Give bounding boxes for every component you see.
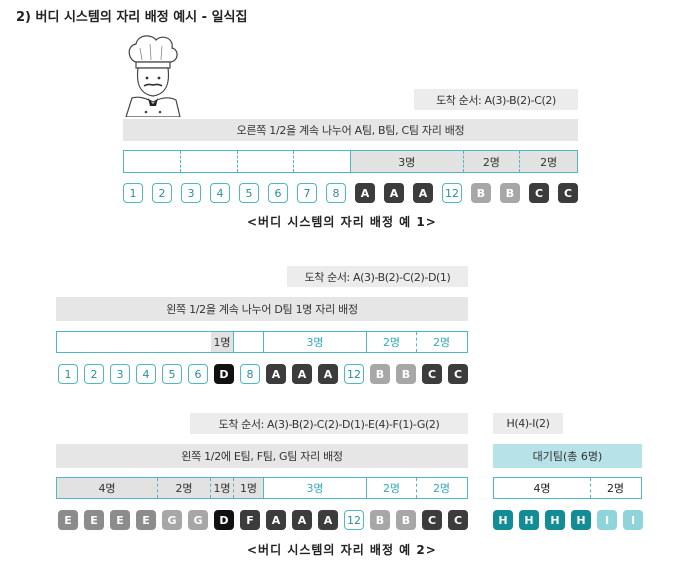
team-a-badge: A — [292, 510, 312, 530]
team-d-badge: D — [214, 364, 234, 384]
team-a-badge: A — [413, 183, 433, 203]
seat-group-d: 1명 — [211, 478, 234, 498]
instruction-2b: 왼쪽 1/2에 E팀, F팀, G팀 자리 배정 — [56, 444, 468, 468]
seat-badge: 2 — [152, 183, 172, 203]
team-a-badge: A — [318, 364, 338, 384]
chef-illustration — [118, 32, 193, 118]
seat-group-g: 2명 — [158, 478, 211, 498]
team-c-badge: C — [558, 183, 578, 203]
team-g-badge: G — [162, 510, 182, 530]
seat-badge: 1 — [58, 364, 78, 384]
seat-diagram-2b: 4명 2명 1명 1명 3명 2명 2명 — [56, 477, 468, 499]
seat-badge: 8 — [240, 364, 260, 384]
instruction-2a: 왼쪽 1/2을 계속 나누어 D팀 1명 자리 배정 — [56, 297, 468, 321]
team-b-badge: B — [471, 183, 491, 203]
team-h-badge: H — [545, 510, 565, 530]
seat-group-a: 3명 — [264, 478, 367, 498]
arrival-order-2a: 도착 순서: A(3)-B(2)-C(2)-D(1) — [287, 266, 468, 287]
team-h-badge: H — [519, 510, 539, 530]
page-title: 2) 버디 시스템의 자리 배정 예시 - 일식집 — [16, 10, 248, 25]
waiting-group-i: 2명 — [606, 482, 625, 495]
seat-badge: 3 — [110, 364, 130, 384]
caption-2: <버디 시스템의 자리 배정 예 2> — [247, 543, 437, 557]
waiting-arrival-order: H(4)-I(2) — [493, 413, 563, 434]
seat-badge: 1 — [123, 183, 143, 203]
team-f-badge: F — [240, 510, 260, 530]
seat-badge: 6 — [188, 364, 208, 384]
seat-group-a: 3명 — [264, 332, 367, 352]
team-a-badge: A — [292, 364, 312, 384]
badge-row-1: 1 2 3 4 5 6 7 8 A A A 12 B B C C — [123, 183, 578, 203]
seat-badge: 4 — [136, 364, 156, 384]
waiting-seat-diagram: 4명 2명 — [493, 477, 642, 499]
team-b-badge: B — [370, 364, 390, 384]
badge-row-2a: 1 2 3 4 5 6 D 8 A A A 12 B B C C — [58, 364, 468, 384]
seat-diagram-2a: 1명 3명 2명 2명 — [56, 331, 468, 353]
seat-group-d: 1명 — [211, 332, 234, 352]
seat-badge: 12 — [344, 510, 364, 530]
team-b-badge: B — [500, 183, 520, 203]
seat-badge: 12 — [442, 183, 462, 203]
team-e-badge: E — [110, 510, 130, 530]
team-i-badge: I — [623, 510, 643, 530]
waiting-team-label: 대기팀(총 6명) — [493, 444, 642, 468]
seat-badge: 8 — [326, 183, 346, 203]
waiting-badge-row: H H H H I I — [493, 510, 643, 530]
team-a-badge: A — [355, 183, 375, 203]
team-b-badge: B — [370, 510, 390, 530]
seat-group-b: 2명 — [367, 332, 417, 352]
seat-badge: 12 — [344, 364, 364, 384]
seat-group-b: 2명 — [367, 478, 417, 498]
seat-diagram-1: 3명 2명 2명 — [123, 150, 578, 173]
team-e-badge: E — [84, 510, 104, 530]
seat-badge: 3 — [181, 183, 201, 203]
seat-badge: 2 — [84, 364, 104, 384]
team-b-badge: B — [396, 364, 416, 384]
seat-group-e: 4명 — [57, 478, 158, 498]
seat-badge: 6 — [268, 183, 288, 203]
seat-group-c: 2명 — [520, 151, 577, 172]
team-h-badge: H — [571, 510, 591, 530]
team-h-badge: H — [493, 510, 513, 530]
caption-1: <버디 시스템의 자리 배정 예 1> — [247, 215, 437, 229]
arrival-order-2b: 도착 순서: A(3)-B(2)-C(2)-D(1)-E(4)-F(1)-G(2… — [190, 413, 468, 434]
team-a-badge: A — [266, 364, 286, 384]
seat-badge: 5 — [162, 364, 182, 384]
team-a-badge: A — [266, 510, 286, 530]
seat-group-f: 1명 — [234, 478, 264, 498]
seat-group-c: 2명 — [432, 336, 451, 349]
team-c-badge: C — [422, 364, 442, 384]
team-g-badge: G — [188, 510, 208, 530]
seat-group-c: 2명 — [432, 482, 451, 495]
waiting-group-h: 4명 — [494, 478, 591, 498]
team-a-badge: A — [384, 183, 404, 203]
seat-badge: 7 — [297, 183, 317, 203]
team-b-badge: B — [396, 510, 416, 530]
seat-group-a: 3명 — [351, 151, 464, 172]
badge-row-2b: E E E E G G D F A A A 12 B B C C — [58, 510, 468, 530]
team-a-badge: A — [318, 510, 338, 530]
seat-group-b: 2명 — [463, 151, 521, 172]
team-c-badge: C — [448, 364, 468, 384]
team-c-badge: C — [448, 510, 468, 530]
team-e-badge: E — [58, 510, 78, 530]
arrival-order-1: 도착 순서: A(3)-B(2)-C(2) — [414, 89, 578, 110]
team-d-badge: D — [214, 510, 234, 530]
instruction-1: 오른쪽 1/2을 계속 나누어 A팀, B팀, C팀 자리 배정 — [123, 119, 578, 141]
team-c-badge: C — [529, 183, 549, 203]
seat-badge: 4 — [210, 183, 230, 203]
seat-badge: 5 — [239, 183, 259, 203]
team-c-badge: C — [422, 510, 442, 530]
team-e-badge: E — [136, 510, 156, 530]
team-i-badge: I — [597, 510, 617, 530]
